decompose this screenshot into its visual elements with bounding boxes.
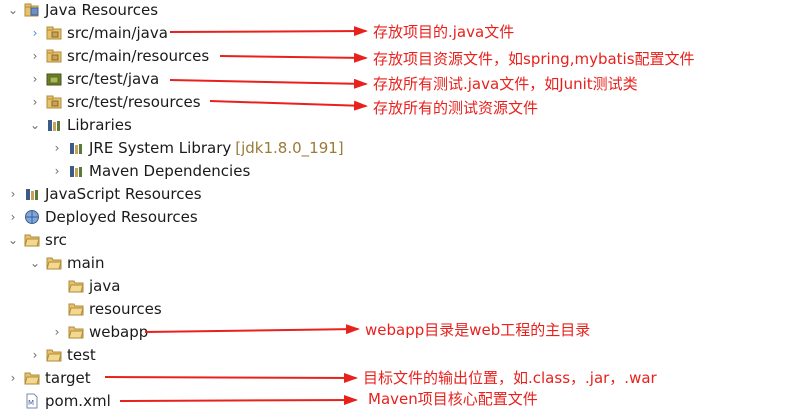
- tree-item-label: main: [67, 253, 105, 272]
- tree-item-label: webapp: [89, 322, 149, 341]
- java-resources-icon: [24, 2, 40, 18]
- folder-open-icon: [46, 347, 62, 363]
- chevron-right-icon[interactable]: ›: [54, 324, 60, 339]
- chevron-right-icon[interactable]: ›: [54, 163, 60, 178]
- tree-item-jre-system-library[interactable]: › JRE System Library [jdk1.8.0_191]: [50, 136, 344, 159]
- tree-item-label: src/test/java: [67, 69, 160, 88]
- tree-item-src-main-resources[interactable]: › src/main/resources: [28, 44, 210, 67]
- tree-item-src-test-resources[interactable]: › src/test/resources: [28, 90, 201, 113]
- tree-item-label: JavaScript Resources: [45, 184, 202, 203]
- tree-item-label: Libraries: [67, 115, 132, 134]
- chevron-right-icon[interactable]: ›: [32, 94, 38, 109]
- arrow-src-test-resources: [209, 100, 368, 111]
- tree-item-resources-folder[interactable]: resources: [50, 297, 162, 320]
- chevron-down-icon[interactable]: ⌄: [7, 232, 19, 247]
- tree-item-label: Java Resources: [45, 0, 159, 19]
- tree-item-deployed-resources[interactable]: › Deployed Resources: [6, 205, 198, 228]
- tree-item-label: pom.xml: [45, 391, 111, 410]
- annotation-webapp: webapp目录是web工程的主目录: [365, 321, 591, 339]
- tree-item-src[interactable]: ⌄ src: [6, 228, 67, 251]
- tree-item-label: resources: [89, 299, 162, 318]
- tree-item-src-test-java[interactable]: › src/test/java: [28, 67, 160, 90]
- arrow-pom: [119, 395, 358, 406]
- folder-open-icon: [68, 324, 84, 340]
- package-folder-icon: [46, 25, 62, 41]
- chevron-down-icon[interactable]: ⌄: [7, 2, 19, 17]
- annotation-src-main-java: 存放项目的.java文件: [373, 23, 515, 41]
- jdk-version-decoration: [jdk1.8.0_191]: [235, 138, 344, 157]
- chevron-right-icon[interactable]: ›: [10, 186, 16, 201]
- tree-item-label: src/test/resources: [67, 92, 201, 111]
- arrow-src-main-java: [169, 26, 368, 37]
- annotation-target: 目标文件的输出位置，如.class，.jar，.war: [363, 369, 657, 387]
- annotation-src-main-resources: 存放项目资源文件，如spring,mybatis配置文件: [373, 50, 695, 68]
- tree-item-label: JRE System Library: [89, 138, 232, 157]
- chevron-right-icon[interactable]: ›: [32, 347, 38, 362]
- tree-item-label: target: [45, 368, 91, 387]
- library-icon: [68, 163, 84, 179]
- svg-text:M: M: [28, 399, 34, 407]
- chevron-down-icon[interactable]: ⌄: [29, 255, 41, 270]
- folder-open-icon: [68, 301, 84, 317]
- package-folder-icon: [46, 94, 62, 110]
- tree-item-pom-xml[interactable]: M pom.xml: [6, 389, 111, 412]
- tree-item-maven-dependencies[interactable]: › Maven Dependencies: [50, 159, 251, 182]
- tree-item-main[interactable]: ⌄ main: [28, 251, 105, 274]
- tree-item-label: src/main/resources: [67, 46, 210, 65]
- tree-item-label: src/main/java: [67, 23, 168, 42]
- folder-open-icon: [46, 255, 62, 271]
- chevron-right-icon[interactable]: ›: [10, 209, 16, 224]
- tree-item-src-main-java[interactable]: › src/main/java: [28, 21, 168, 44]
- tree-item-target[interactable]: › target: [6, 366, 91, 389]
- library-icon: [68, 140, 84, 156]
- annotation-src-test-java: 存放所有测试.java文件，如Junit测试类: [373, 75, 638, 93]
- chevron-right-icon[interactable]: ›: [10, 370, 16, 385]
- tree-item-label: Maven Dependencies: [89, 161, 251, 180]
- chevron-right-icon[interactable]: ›: [54, 140, 60, 155]
- arrow-webapp: [144, 324, 360, 335]
- folder-open-icon: [24, 232, 40, 248]
- test-package-folder-icon: [46, 71, 62, 87]
- arrow-src-test-java: [169, 78, 368, 89]
- tree-item-test[interactable]: › test: [28, 343, 96, 366]
- tree-item-java-resources[interactable]: ⌄ Java Resources: [6, 0, 158, 21]
- tree-item-label: java: [89, 276, 121, 295]
- chevron-right-icon[interactable]: ›: [32, 48, 38, 63]
- folder-open-icon: [24, 370, 40, 386]
- tree-item-javascript-resources[interactable]: › JavaScript Resources: [6, 182, 202, 205]
- tree-item-libraries[interactable]: ⌄ Libraries: [28, 113, 132, 136]
- xml-file-icon: M: [24, 393, 40, 409]
- package-folder-icon: [46, 48, 62, 64]
- arrow-target: [104, 372, 358, 383]
- annotation-pom: Maven项目核心配置文件: [368, 390, 538, 408]
- javascript-resources-icon: [24, 186, 40, 202]
- chevron-down-icon[interactable]: ⌄: [29, 117, 41, 132]
- tree-item-label: Deployed Resources: [45, 207, 198, 226]
- tree-item-java-folder[interactable]: java: [50, 274, 120, 297]
- annotation-src-test-resources: 存放所有的测试资源文件: [373, 99, 539, 117]
- tree-item-label: src: [45, 230, 67, 249]
- tree-item-webapp[interactable]: › webapp: [50, 320, 149, 343]
- tree-item-label: test: [67, 345, 96, 364]
- chevron-right-icon[interactable]: ›: [32, 71, 38, 86]
- globe-icon: [24, 209, 40, 225]
- chevron-right-icon[interactable]: ›: [32, 25, 38, 40]
- folder-open-icon: [68, 278, 84, 294]
- libraries-icon: [46, 117, 62, 133]
- arrow-src-main-resources: [219, 52, 368, 63]
